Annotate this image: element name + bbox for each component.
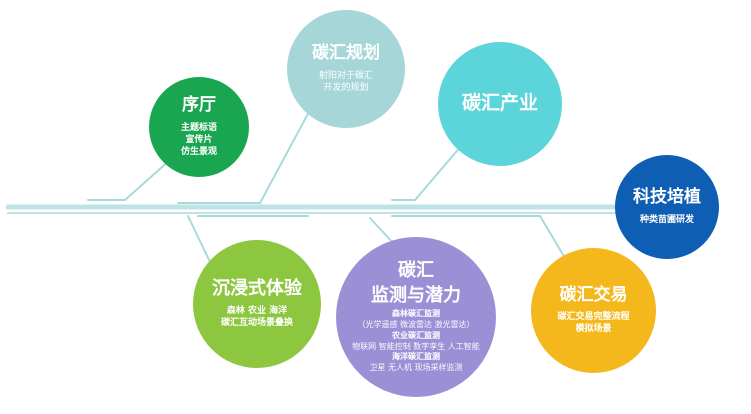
node-tech: 科技培植 种类苗圃研发 <box>615 155 719 259</box>
node-plan-line-1: 射阳对于碳汇 <box>318 70 373 81</box>
node-hall-line-3: 仿生景观 <box>180 146 217 157</box>
node-monitor: 碳汇 监测与潜力 森林碳汇监测 （光学遥感 微波雷达 激光雷达） 农业碳汇监测 … <box>336 237 496 397</box>
node-trade-line-2: 模拟场景 <box>575 324 612 335</box>
node-plan-title: 碳汇规划 <box>312 43 380 64</box>
node-industry: 碳汇产业 <box>438 42 562 166</box>
node-tech-line-1: 种类苗圃研发 <box>639 214 694 225</box>
branch-immersive-d <box>187 215 211 263</box>
node-tech-title: 科技培植 <box>633 187 701 208</box>
node-plan-line-2: 开发的规划 <box>323 82 369 93</box>
node-immersive-title: 沉浸式体验 <box>212 277 302 299</box>
node-trade: 碳汇交易 碳汇交易完整流程 模拟场景 <box>531 248 656 373</box>
node-hall-line-2: 宣传片 <box>185 134 213 145</box>
node-monitor-sub-1: 森林碳汇监测 <box>392 309 440 319</box>
node-monitor-detail-2: 物联网 智能控制 数字孪生 人工智能 <box>352 341 480 351</box>
node-hall-title: 序厅 <box>182 95 216 116</box>
node-monitor-sub-3: 海洋碳汇监测 <box>392 352 440 362</box>
branch-trade-d <box>539 215 566 259</box>
node-monitor-detail-1: （光学遥感 微波雷达 激光雷达） <box>357 320 475 329</box>
branch-hall-d <box>124 159 171 201</box>
node-trade-line-1: 碳汇交易完整流程 <box>557 312 630 323</box>
node-monitor-detail-3: 卫星 无人机 现场采样监测 <box>369 363 463 373</box>
node-trade-title: 碳汇交易 <box>559 284 628 305</box>
node-immersive: 沉浸式体验 森林 农业 海洋 碳汇互动场景叠换 <box>193 240 321 368</box>
node-monitor-title-2: 监测与潜力 <box>371 284 461 306</box>
node-plan: 碳汇规划 射阳对于碳汇 开发的规划 <box>287 10 405 128</box>
node-immersive-line-2: 碳汇互动场景叠换 <box>220 318 293 329</box>
branch-industry-d <box>414 144 463 201</box>
node-hall: 序厅 主题标语 宣传片 仿生景观 <box>149 77 249 177</box>
node-monitor-title-1: 碳汇 <box>398 260 434 282</box>
node-hall-line-1: 主题标语 <box>180 122 217 133</box>
node-monitor-sub-2: 农业碳汇监测 <box>392 330 440 340</box>
node-industry-title: 碳汇产业 <box>461 92 538 115</box>
branch-plan-d <box>259 109 311 204</box>
node-immersive-line-1: 森林 农业 海洋 <box>226 306 288 317</box>
